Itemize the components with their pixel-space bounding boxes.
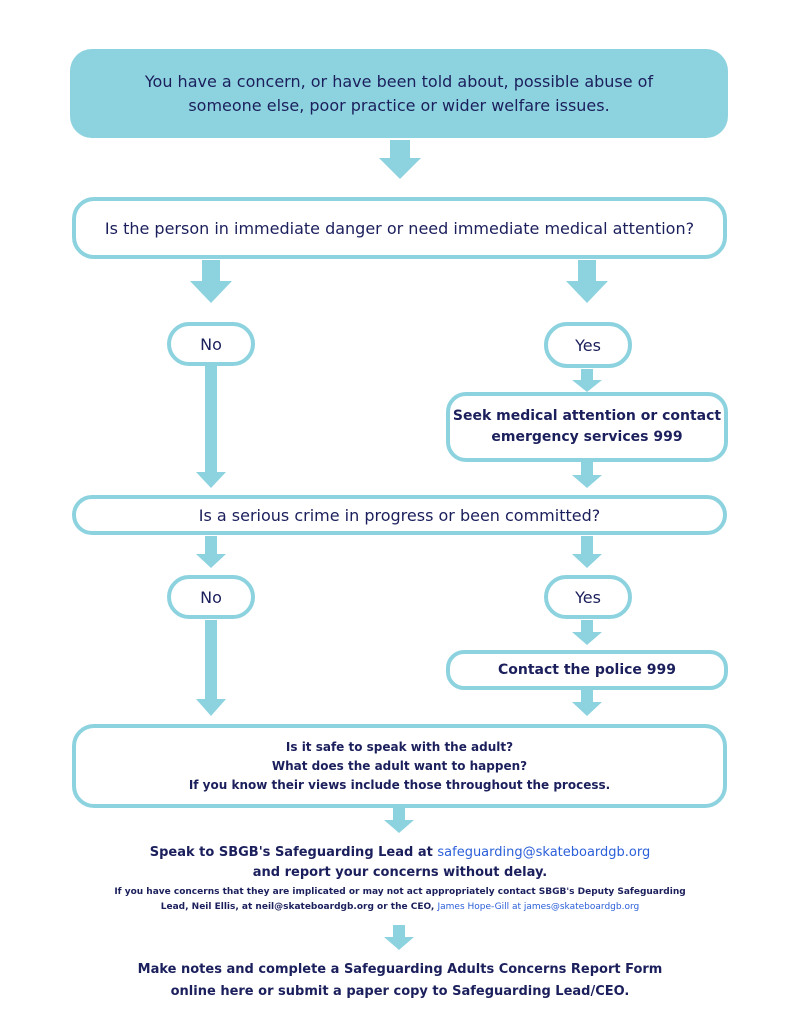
arrow-q3-to-speak [384, 808, 414, 833]
seek-medical-line-1: Seek medical attention or contact [452, 408, 722, 424]
arrow-no2-to-q3 [196, 620, 226, 716]
arrow-yes2-to-action2 [572, 620, 602, 645]
question-immediate-danger-text: Is the person in immediate danger or nee… [104, 218, 695, 238]
speak-prefix: Speak to SBGB's Safeguarding Lead at [149, 845, 438, 860]
q2-yes-pill: Yes [544, 575, 632, 619]
start-line-1: You have a concern, or have been told ab… [144, 71, 654, 91]
speak-line-2: and report your concerns without delay. [252, 865, 548, 880]
q1-no-label: No [200, 334, 222, 354]
arrow-action1-to-q2 [572, 462, 602, 488]
arrow-yes1-to-action1 [572, 369, 602, 392]
seek-medical-attention-box: Seek medical attention or contact emerge… [446, 392, 728, 462]
q1-no-pill: No [167, 322, 255, 366]
safe-to-speak-line-3: If you know their views include those th… [188, 777, 611, 792]
speak-line-1: Speak to SBGB's Safeguarding Lead at saf… [150, 843, 651, 863]
final-instructions: Make notes and complete a Safeguarding A… [40, 958, 760, 1004]
q2-yes-label: Yes [575, 587, 601, 607]
final-line-1: Make notes and complete a Safeguarding A… [137, 962, 663, 977]
q1-yes-label: Yes [575, 335, 601, 355]
deputy-note-line-1: If you have concerns that they are impli… [114, 887, 686, 897]
deputy-note-prefix: Lead, Neil Ellis, at neil@skateboardgb.o… [160, 902, 438, 912]
question-serious-crime: Is a serious crime in progress or been c… [72, 495, 727, 535]
safeguarding-email-link[interactable]: safeguarding@skateboardgb.org [437, 845, 651, 860]
arrow-speak-to-final [384, 925, 414, 950]
q1-yes-pill: Yes [544, 322, 632, 368]
contact-police-text: Contact the police 999 [497, 662, 677, 678]
arrow-start-to-q1 [379, 140, 421, 179]
speak-to-lead-block: Speak to SBGB's Safeguarding Lead at saf… [40, 843, 760, 923]
arrow-q2-to-no [196, 536, 226, 568]
contact-police-box: Contact the police 999 [446, 650, 728, 690]
q2-no-label: No [200, 587, 222, 607]
start-line-2: someone else, poor practice or wider wel… [188, 95, 610, 115]
ceo-contact-link[interactable]: James Hope-Gill at james@skateboardgb.or… [437, 902, 640, 912]
deputy-note-line-2: Lead, Neil Ellis, at neil@skateboardgb.o… [161, 900, 639, 915]
arrow-q1-to-yes [566, 260, 608, 303]
arrow-action2-to-q3 [572, 690, 602, 716]
safe-to-speak-line-1: Is it safe to speak with the adult? [285, 739, 514, 754]
safe-to-speak-line-2: What does the adult want to happen? [271, 758, 528, 773]
start-box: You have a concern, or have been told ab… [70, 49, 728, 138]
question-serious-crime-text: Is a serious crime in progress or been c… [198, 505, 601, 525]
final-line-2: online here or submit a paper copy to Sa… [170, 984, 630, 999]
arrow-q2-to-yes [572, 536, 602, 568]
question-immediate-danger: Is the person in immediate danger or nee… [72, 197, 727, 259]
arrow-no1-to-q2 [196, 366, 226, 488]
seek-medical-line-2: emergency services 999 [491, 429, 683, 445]
question-safe-to-speak: Is it safe to speak with the adult? What… [72, 724, 727, 808]
arrow-q1-to-no [190, 260, 232, 303]
q2-no-pill: No [167, 575, 255, 619]
